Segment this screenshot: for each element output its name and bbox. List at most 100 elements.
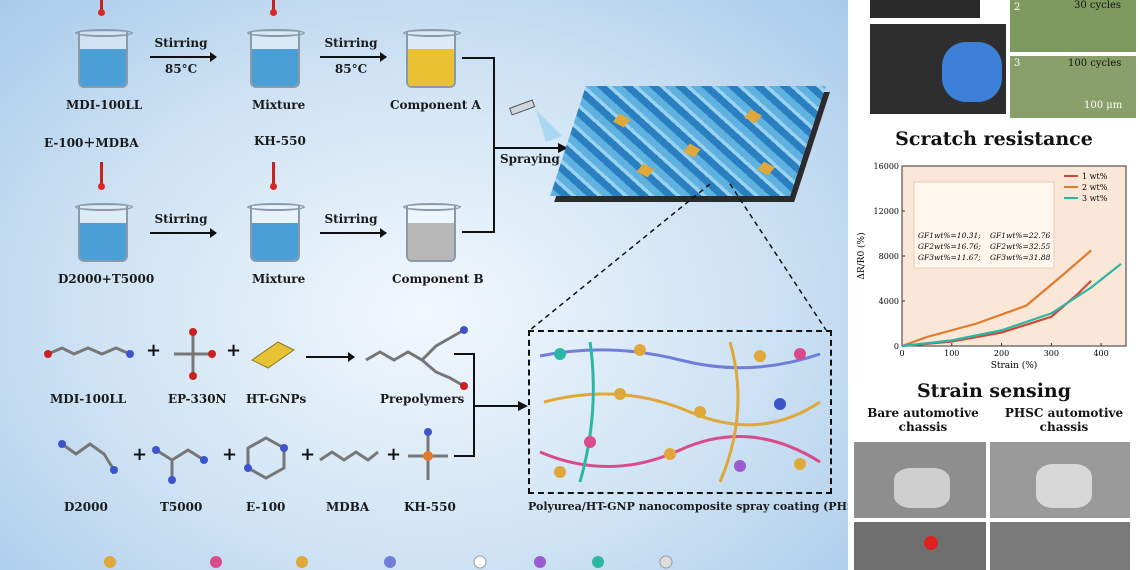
plus-sign: + bbox=[132, 444, 148, 465]
cycle-index-2: 2 bbox=[1014, 2, 1021, 13]
bare-chassis-closeup bbox=[854, 522, 986, 570]
label-r2-t5000: T5000 bbox=[160, 500, 203, 514]
inset-background bbox=[913, 181, 1055, 269]
plus-sign: + bbox=[386, 444, 402, 465]
legend-label: 3 wt% bbox=[1082, 194, 1108, 203]
y-tick-label: 12000 bbox=[874, 207, 899, 216]
x-axis-label: Strain (%) bbox=[991, 360, 1038, 371]
step-temp-1: 85°C bbox=[164, 62, 198, 76]
x-tick-label: 0 bbox=[899, 349, 904, 358]
step-stirring-4: Stirring bbox=[324, 212, 378, 226]
label-component-b: Component B bbox=[392, 272, 484, 286]
label-r2-d2000: D2000 bbox=[64, 500, 108, 514]
cycle-label-30: 30 cycles bbox=[1074, 0, 1122, 11]
x-tick-label: 400 bbox=[1093, 349, 1108, 358]
label-r2-e100: E-100 bbox=[246, 500, 286, 514]
molecule-kh550-icon bbox=[408, 428, 448, 480]
label-r1-mdi: MDI-100LL bbox=[50, 392, 127, 406]
plus-sign: + bbox=[146, 340, 162, 361]
arrow-bottom-1 bbox=[150, 228, 217, 238]
label-mdi-100ll: MDI-100LL bbox=[66, 98, 143, 112]
label-mixture-top: Mixture bbox=[252, 98, 306, 112]
synthesis-scheme: MDI-100LL Stirring 85°C Mixture Stirring… bbox=[0, 0, 848, 570]
beaker-mixture-bottom-icon bbox=[247, 203, 305, 262]
arrow-reaction-1 bbox=[306, 352, 355, 362]
molecule-ep330n-icon bbox=[174, 328, 216, 380]
gf-label: GF1wt%=22.76 bbox=[990, 231, 1051, 240]
label-r1-htgnp: HT-GNPs bbox=[246, 392, 307, 406]
reaction-bracket bbox=[454, 353, 528, 457]
step-stirring-3: Stirring bbox=[154, 212, 208, 226]
beaker-component-b-icon bbox=[403, 203, 461, 262]
molecule-d2000-icon bbox=[58, 440, 118, 474]
bare-chassis-photo bbox=[854, 442, 986, 518]
x-tick-label: 300 bbox=[1044, 349, 1059, 358]
x-tick-label: 100 bbox=[944, 349, 959, 358]
damage-marker-icon bbox=[924, 536, 938, 550]
label-spraying: Spraying bbox=[500, 152, 560, 166]
label-prepolymers: Prepolymers bbox=[380, 392, 465, 406]
graphene-flake-icon bbox=[613, 113, 631, 128]
x-tick-label: 200 bbox=[994, 349, 1009, 358]
molecule-t5000-icon bbox=[152, 446, 208, 484]
coated-plate-photo-top bbox=[870, 0, 980, 18]
legend-label: 1 wt% bbox=[1082, 172, 1108, 181]
molecule-mdi-icon bbox=[44, 346, 134, 358]
step-stirring-1: Stirring bbox=[154, 36, 208, 50]
graphene-flake-icon bbox=[744, 109, 762, 124]
cycle-index-3: 3 bbox=[1014, 58, 1021, 69]
coated-plate-scratch-photo bbox=[870, 24, 1006, 114]
polymer-network-box bbox=[528, 330, 832, 494]
results-panel: 2 30 cycles 3 100 cycles 100 μm Scratch … bbox=[848, 0, 1140, 570]
gf-label: GF3wt%=11.67; bbox=[918, 253, 981, 262]
legend-label: 2 wt% bbox=[1082, 183, 1108, 192]
scale-bar-label: 100 μm bbox=[1084, 100, 1123, 111]
beaker-d2000-icon bbox=[75, 203, 133, 262]
label-r2-kh550: KH-550 bbox=[404, 500, 456, 514]
molecule-mdba-icon bbox=[319, 450, 379, 462]
label-r1-ep330n: EP-330N bbox=[168, 392, 227, 406]
label-mixture-bottom: Mixture bbox=[252, 272, 306, 286]
label-r2-mdba: MDBA bbox=[326, 500, 370, 514]
step-stirring-2: Stirring bbox=[324, 36, 378, 50]
glove-icon bbox=[942, 42, 1002, 102]
zoom-lines bbox=[529, 183, 827, 331]
micrograph-30-cycles: 2 30 cycles bbox=[1010, 0, 1136, 52]
phsc-chassis-closeup bbox=[990, 522, 1130, 570]
chart-legend: 1 wt% 2 wt% 3 wt% bbox=[1064, 172, 1108, 203]
polymer-network-illustration bbox=[539, 341, 821, 483]
beaker-mdi-icon bbox=[75, 29, 133, 88]
molecule-e100-icon bbox=[244, 436, 288, 480]
label-e100-mdba: E-100＋MDBA bbox=[44, 136, 139, 150]
title-scratch-resistance: Scratch resistance bbox=[895, 128, 1093, 150]
chart-series bbox=[901, 249, 1122, 348]
beaker-component-a-icon bbox=[403, 29, 461, 88]
gf-label: GF2wt%=16.76; bbox=[918, 242, 981, 251]
segment-legend-strip bbox=[104, 555, 673, 569]
arrow-bottom-2 bbox=[320, 228, 387, 238]
dropper-icon bbox=[98, 0, 105, 16]
y-tick-label: 16000 bbox=[874, 162, 899, 171]
dropper-icon bbox=[270, 162, 277, 190]
label-phsc: Polyurea/HT-GNP nanocomposite spray coat… bbox=[528, 500, 848, 513]
chassis-part-icon bbox=[1036, 464, 1092, 508]
arrow-top-1 bbox=[150, 52, 217, 62]
gf-label: GF1wt%=10.31; bbox=[918, 231, 981, 240]
plus-sign: + bbox=[222, 444, 238, 465]
label-kh550-top: KH-550 bbox=[254, 134, 306, 148]
series-line-2 bbox=[901, 249, 1092, 348]
label-phsc-chassis: PHSC automotive chassis bbox=[1004, 406, 1124, 434]
phsc-chassis-photo bbox=[990, 442, 1130, 518]
graphene-flake-icon bbox=[757, 161, 775, 176]
series-line-3 bbox=[901, 263, 1122, 348]
graphene-flake-icon bbox=[683, 143, 701, 158]
y-tick-label: 4000 bbox=[879, 297, 899, 306]
title-strain-sensing: Strain sensing bbox=[916, 380, 1072, 402]
cycle-label-100: 100 cycles bbox=[1068, 58, 1122, 69]
label-component-a: Component A bbox=[390, 98, 481, 112]
gf-label: GF3wt%=31.88 bbox=[990, 253, 1051, 262]
plus-sign: + bbox=[300, 444, 316, 465]
